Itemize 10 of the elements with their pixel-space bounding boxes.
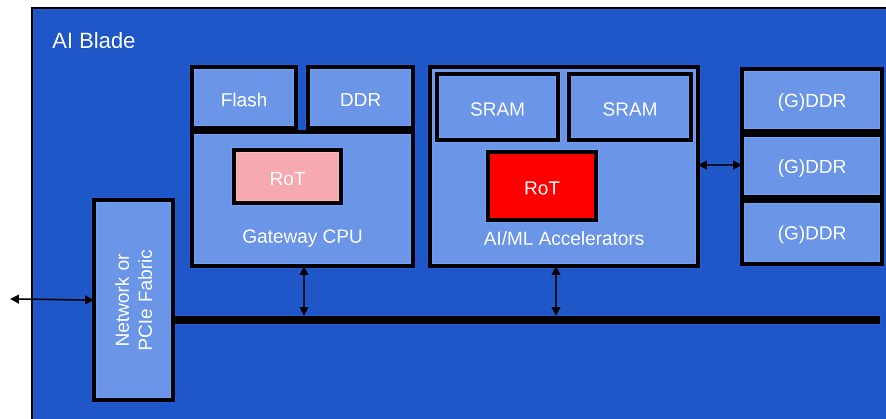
memory-box: Flash: [190, 65, 298, 130]
memory-box: SRAM: [567, 72, 693, 142]
memory-box: (G)DDR: [740, 133, 884, 199]
memory-box: (G)DDR: [740, 67, 884, 133]
memory-box: DDR: [306, 65, 415, 130]
memory-box: SRAM: [435, 72, 560, 142]
security-box: RoT: [232, 148, 343, 205]
memory-box: (G)DDR: [740, 199, 884, 266]
security-box: RoT: [486, 150, 598, 222]
fabric-box: Network or PCIe Fabric: [92, 198, 175, 402]
